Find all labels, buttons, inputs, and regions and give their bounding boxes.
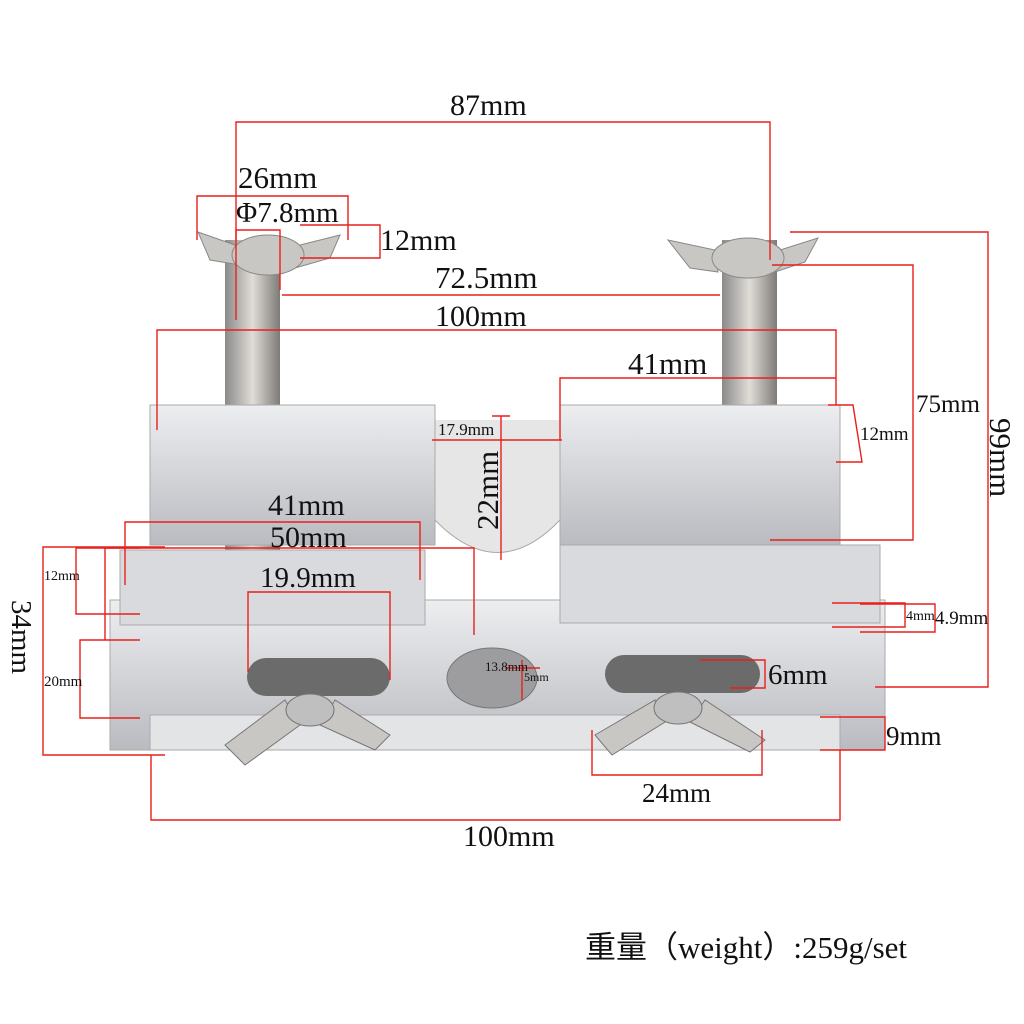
label-100mm-bottom: 100mm [463, 820, 555, 853]
label-4-9mm: 4.9mm [935, 608, 989, 629]
left-slot [247, 658, 390, 696]
label-26mm: 26mm [238, 160, 317, 195]
label-24mm: 24mm [642, 778, 711, 808]
label-13-8mm: 13.8mm [485, 659, 528, 674]
label-20mm: 20mm [44, 674, 83, 690]
top-left-wing-nut [197, 231, 341, 276]
center-hole [446, 647, 538, 709]
label-5mm: 5mm [524, 670, 549, 684]
label-6mm: 6mm [768, 659, 828, 691]
top-right-wing-nut [666, 237, 820, 279]
lower-right-wing-nut [594, 691, 766, 756]
label-17-9mm: 17.9mm [438, 420, 494, 439]
lower-left-plate [119, 549, 426, 626]
label-50mm: 50mm [270, 521, 347, 554]
label-bolt-diameter: Φ7.8mm [236, 197, 339, 229]
label-22mm: 22mm [470, 451, 505, 530]
label-87mm: 87mm [450, 89, 527, 122]
label-41mm-top: 41mm [628, 346, 707, 381]
right-slot [605, 655, 760, 693]
label-19-9mm: 19.9mm [260, 562, 356, 594]
label-12mm-block: 12mm [860, 424, 909, 445]
dimension-lines [42, 121, 989, 821]
weight-caption: 重量（weight）:259g/set [585, 930, 908, 965]
u-channel [434, 420, 561, 553]
label-100mm-top: 100mm [435, 300, 527, 333]
label-75mm: 75mm [916, 391, 980, 418]
label-12mm-wing: 12mm [380, 224, 457, 257]
label-41mm-lower: 41mm [268, 489, 345, 522]
upper-right-block [559, 404, 841, 546]
label-9mm: 9mm [886, 721, 942, 751]
label-4mm: 4mm [906, 609, 935, 624]
lower-right-plate [559, 544, 881, 624]
lower-left-wing-nut [224, 693, 391, 766]
label-72-5mm: 72.5mm [435, 260, 537, 295]
label-12mm-left: 12mm [44, 569, 80, 584]
label-99mm: 99mm [983, 418, 1018, 497]
label-34mm: 34mm [5, 600, 37, 675]
